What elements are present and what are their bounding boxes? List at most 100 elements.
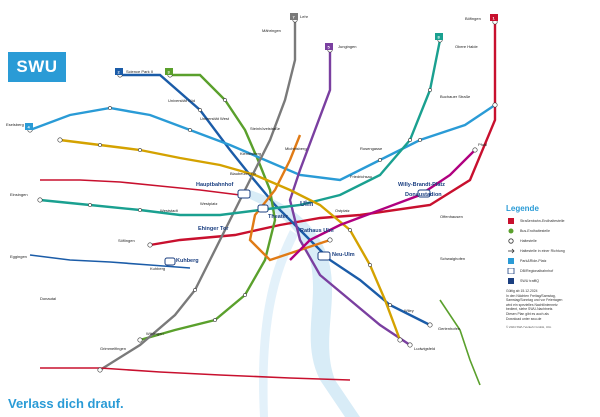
stop: [98, 143, 102, 147]
label-westplatz: Westplatz: [200, 201, 218, 206]
stop: [378, 158, 382, 162]
stop: [188, 128, 192, 132]
label-einsingen: Einsingen: [10, 192, 28, 197]
line-6: [248, 134, 331, 262]
legend-label: SWU traffiQ: [520, 279, 540, 283]
swu-logo: SWU: [8, 52, 66, 82]
bus-terminus-icon: [506, 228, 516, 234]
legend-footnote: Gültig ab 15.12.2024 In den Nächten Frei…: [506, 289, 596, 321]
line-badge-5: 5: [328, 45, 331, 50]
stop: [428, 88, 432, 92]
stop: [492, 102, 498, 108]
stop: [472, 147, 478, 153]
hub-hauptbahnhof: [237, 189, 251, 199]
line-5: [288, 50, 411, 346]
label-soeflingen: Söflingen: [118, 238, 135, 243]
label-schwaighofen: Schwaighofen: [440, 256, 465, 261]
stop: [223, 98, 227, 102]
stop: [193, 288, 197, 292]
label-offenhausen: Offenhausen: [440, 214, 463, 219]
stop: [37, 197, 43, 203]
label-kienlesberg: Kienlesberg: [240, 151, 261, 156]
legend-row: DB/Regionalbahnhof: [506, 266, 596, 276]
legend-title: Legende: [506, 204, 539, 213]
line-badge-8: 8: [438, 35, 441, 40]
note-line: bedient, siehe SWU-Nachtnetz.: [506, 307, 554, 312]
note-line: Download unter swu.de: [506, 316, 542, 321]
legend-label: DB/Regionalbahnhof: [520, 269, 554, 273]
legend-label: Straßenbahn-Endhaltestelle: [520, 219, 565, 223]
label-kuhberg-small: Kuhberg: [150, 266, 165, 271]
stop: [88, 203, 92, 207]
label-kuhberg: Kuhberg: [176, 258, 199, 264]
label-gerlenhofen: Gerlenhofen: [438, 326, 460, 331]
note-line: wird ein spezielles Nachtliniennetz: [506, 302, 558, 307]
label-pfuhl: Pfuhl: [478, 142, 487, 147]
stop: [427, 322, 433, 328]
stop: [147, 242, 153, 248]
hub-kuhberg: [164, 257, 176, 266]
label-uni-sued: Universität Süd: [168, 98, 195, 103]
label-obere-halde: Obere Halde: [455, 44, 478, 49]
label-science-park: Science Park II: [126, 69, 153, 74]
note-line: Diesen Plan gibt es auch als: [506, 311, 549, 316]
label-donaustadion: Donaustadion: [405, 192, 442, 198]
hub-willy-brandt-platz: [417, 189, 431, 198]
label-theater: Theater: [268, 214, 289, 220]
network-map: 1 2 3 4 5 7 8 Ulm Hauptbahnhof Ehinger T…: [6, 13, 498, 417]
label-uni-west: Universität West: [200, 116, 230, 121]
stop: [407, 342, 413, 348]
stop: [198, 108, 202, 112]
legend-label: Bus-Endhaltestelle: [520, 229, 550, 233]
label-neu-ulm: Neu-Ulm: [332, 252, 355, 258]
legend-row: Haltestelle in einer Richtung: [506, 246, 596, 256]
line-feeder-d: [439, 299, 481, 386]
label-eselsberg: Eselsberg: [6, 122, 24, 127]
label-boefingen: Böfingen: [465, 16, 481, 21]
line-feeder-b: [29, 254, 191, 269]
legend-row: SWU traffiQ: [506, 276, 596, 286]
river-danube: [240, 190, 360, 417]
stop: [108, 106, 112, 110]
label-jungingen: Jungingen: [338, 44, 356, 49]
label-ludwigsfeld: Ludwigsfeld: [414, 346, 435, 351]
legend-label: Haltestelle: [520, 239, 537, 243]
copyright: © 2024 SWU Verkehr GmbH, Ulm: [506, 325, 552, 330]
stop: [388, 303, 392, 307]
stop: [327, 237, 333, 243]
stop: [97, 367, 103, 373]
stop: [137, 337, 143, 343]
label-rathaus: Rathaus Ulm: [300, 228, 334, 234]
label-grimmelfingen: Grimmelfingen: [100, 346, 126, 351]
line-7: [99, 20, 297, 372]
stop-icon: [506, 238, 516, 244]
note-line: Samstag/Sonntag und vor Feiertagen: [506, 298, 563, 303]
line-9: [59, 138, 402, 341]
hub-theater: [257, 204, 269, 213]
zone-ulm: Ulm: [300, 201, 313, 208]
slogan: Verlass dich drauf.: [8, 396, 124, 411]
river-iller: [259, 230, 298, 417]
label-donautal: Donautal: [40, 296, 56, 301]
stop: [57, 137, 63, 143]
label-buchauer: Buchauer Straße: [440, 94, 471, 99]
label-ehinger-tor: Ehinger Tor: [198, 226, 229, 232]
label-steinhoevelstr: Steinhövelstraße: [250, 126, 281, 131]
train-icon: [506, 268, 516, 274]
label-friedrichsau: Friedrichsau: [350, 174, 372, 179]
stop: [138, 148, 142, 152]
legend-row: Bus-Endhaltestelle: [506, 226, 596, 236]
line-badge-2: 2: [118, 70, 121, 75]
stop: [368, 263, 372, 267]
legend-label: Haltestelle in einer Richtung: [520, 249, 565, 253]
legend: Legende Straßenbahn-Endhaltestelle Bus-E…: [506, 204, 596, 329]
legend-row: Haltestelle: [506, 236, 596, 246]
label-wiley: Wiley: [404, 308, 414, 313]
hub-neu-ulm: [317, 251, 331, 261]
park-ride-icon: [506, 258, 516, 264]
tram-terminus-icon: [506, 218, 516, 224]
line-10: [289, 149, 476, 261]
line-badge-1: 1: [493, 16, 496, 21]
line-badge-3: 3: [168, 70, 171, 75]
label-eggingen: Eggingen: [10, 254, 27, 259]
